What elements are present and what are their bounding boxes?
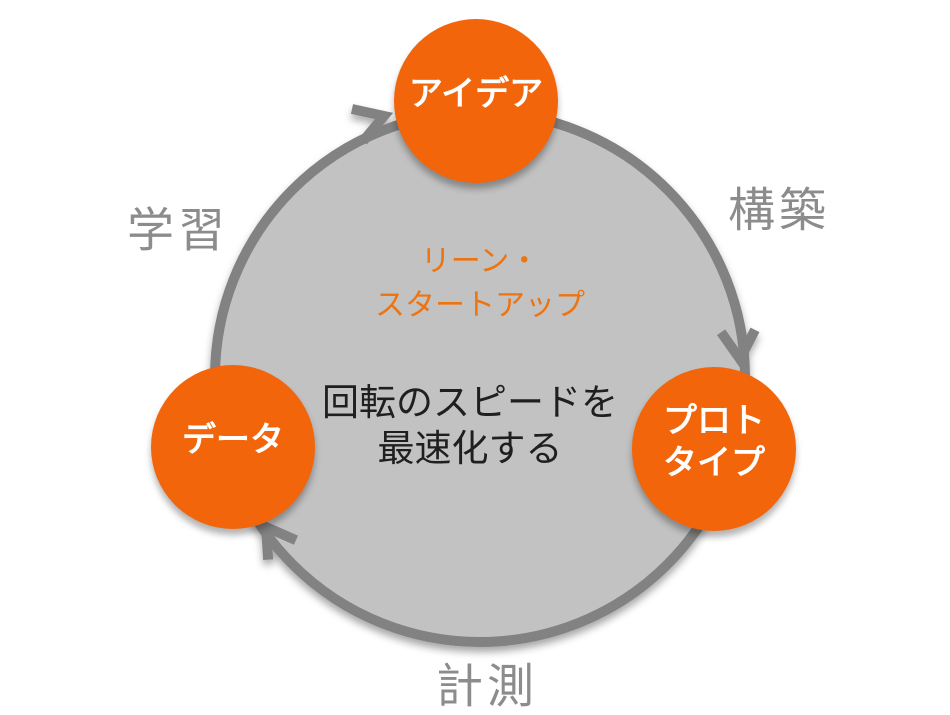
node-data-label: データ <box>182 421 284 459</box>
phase-label-measure: 計測 <box>436 659 538 713</box>
cycle-message-line1: 回転のスピードを <box>322 382 618 423</box>
node-prototype-label-line1: プロト <box>663 402 765 440</box>
cycle-ring <box>210 107 750 647</box>
cycle-message-line2: 最速化する <box>377 428 563 469</box>
node-idea: アイデア <box>394 19 558 183</box>
arrowhead-to-idea-icon <box>350 104 394 145</box>
node-prototype-label: プロト タイプ <box>663 400 765 498</box>
node-prototype-label-line2: タイプ <box>663 444 765 482</box>
cycle-title-line2: スタートアップ <box>375 289 585 322</box>
phase-label-build: 構築 <box>728 183 830 237</box>
cycle-message: 回転のスピードを 最速化する <box>300 380 640 472</box>
arrowhead-to-prototype-icon <box>717 327 760 369</box>
phase-label-learn: 学習 <box>127 203 229 257</box>
arrowhead-to-data-icon <box>260 519 298 561</box>
node-prototype: プロト タイプ <box>632 367 796 531</box>
node-data: データ <box>151 365 315 529</box>
node-idea-label: アイデア <box>408 75 544 113</box>
cycle-title-line1: リーン・ <box>420 245 540 278</box>
cycle-title: リーン・ スタートアップ <box>330 240 630 328</box>
